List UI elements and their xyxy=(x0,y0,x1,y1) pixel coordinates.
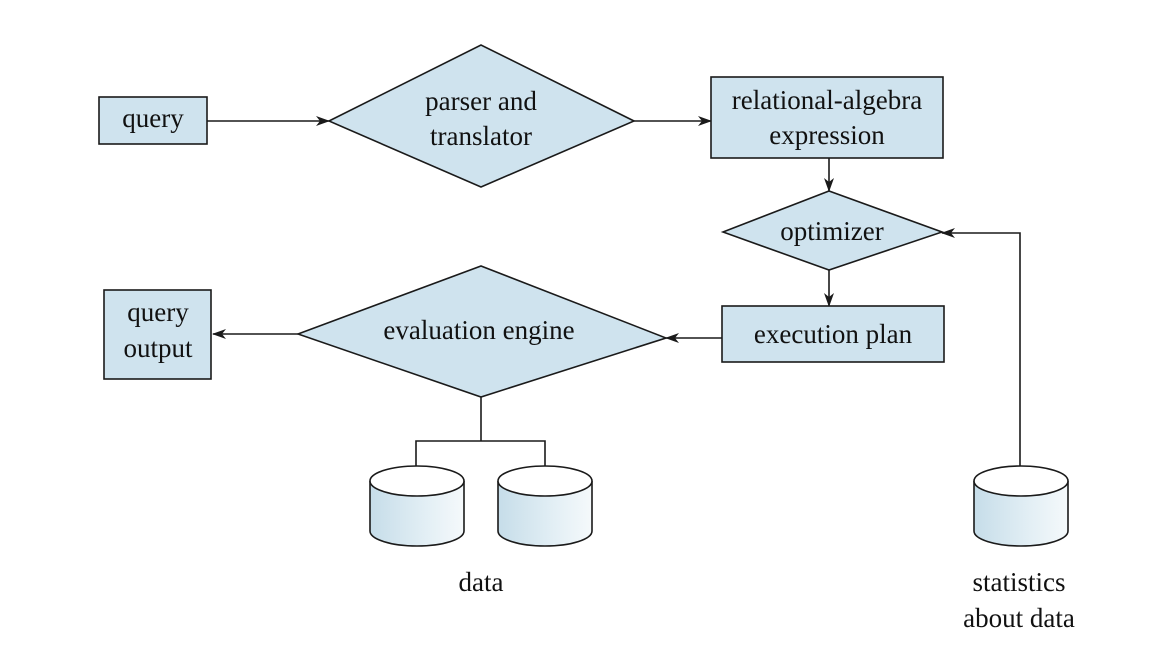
relational-algebra-box xyxy=(710,76,944,159)
data-cylinder-1 xyxy=(369,465,465,547)
arrow-statistics-to-optimizer xyxy=(941,228,1021,466)
optimizer-diamond xyxy=(720,190,945,271)
connector-engine-to-data xyxy=(415,440,546,466)
query-output-label-line1: query xyxy=(127,297,189,327)
data-cylinder-2 xyxy=(497,465,593,547)
statistics-label-line1: statistics xyxy=(973,567,1066,597)
parser-translator-diamond xyxy=(327,44,636,188)
query-label: query xyxy=(122,103,184,133)
data-label: data xyxy=(459,567,504,597)
relational-algebra-label-line1: relational-algebra xyxy=(732,85,922,115)
parser-label-line1: parser and xyxy=(425,86,537,116)
query-output-label-line2: output xyxy=(123,333,193,363)
optimizer-label: optimizer xyxy=(780,216,883,246)
query-box xyxy=(98,96,208,145)
execution-plan-label: execution plan xyxy=(754,319,913,349)
query-output-box xyxy=(103,289,212,380)
relational-algebra-label-line2: expression xyxy=(769,120,885,150)
statistics-cylinder xyxy=(973,465,1069,547)
execution-plan-box xyxy=(721,305,945,363)
evaluation-engine-label: evaluation engine xyxy=(383,315,574,345)
evaluation-engine-diamond xyxy=(295,265,669,398)
statistics-label-line2: about data xyxy=(963,603,1075,633)
parser-label-line2: translator xyxy=(430,121,532,151)
